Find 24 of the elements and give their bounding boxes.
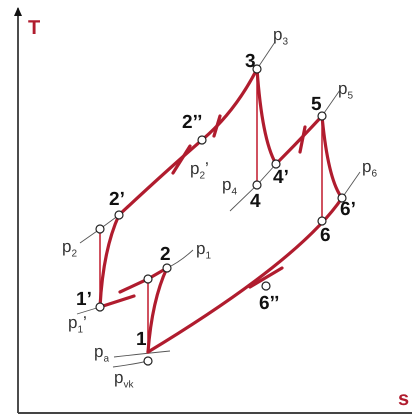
state-point-label: 4’ [273, 168, 289, 187]
axis-label: s [398, 389, 410, 409]
pressure-label: p$_{2}$ [62, 238, 78, 260]
pressure-label: p$_{a}$ [94, 343, 110, 364]
state-point-label: 2 [160, 245, 171, 264]
state-point-label: 6 [320, 226, 331, 245]
state-point-label: 1’ [76, 290, 92, 309]
state-point-label: 4 [250, 192, 261, 211]
state-point-label: 6’ [340, 200, 356, 219]
state-point-label: 5 [311, 95, 322, 114]
state-point-label: 1 [136, 330, 147, 349]
state-point-label: 6’’ [259, 294, 280, 313]
state-point-label: 2’ [109, 190, 125, 209]
pressure-label: p$_{3}$ [273, 26, 288, 48]
pressure-label: p$_{6}$ [362, 158, 378, 180]
axis-label: T [28, 18, 40, 38]
pressure-label: p$_{4}$ [222, 176, 238, 198]
pressure-label: p$_{vk}$ [114, 369, 134, 390]
pressure-label: p$_{2}$’ [190, 160, 209, 182]
pressure-label: p$_{1}$ [196, 240, 212, 262]
state-point-label: 2’’ [182, 113, 202, 132]
state-point-label: 3 [245, 52, 256, 71]
pressure-label: p$_{5}$ [338, 80, 354, 102]
pressure-label: p$_{1}$’ [68, 314, 87, 336]
